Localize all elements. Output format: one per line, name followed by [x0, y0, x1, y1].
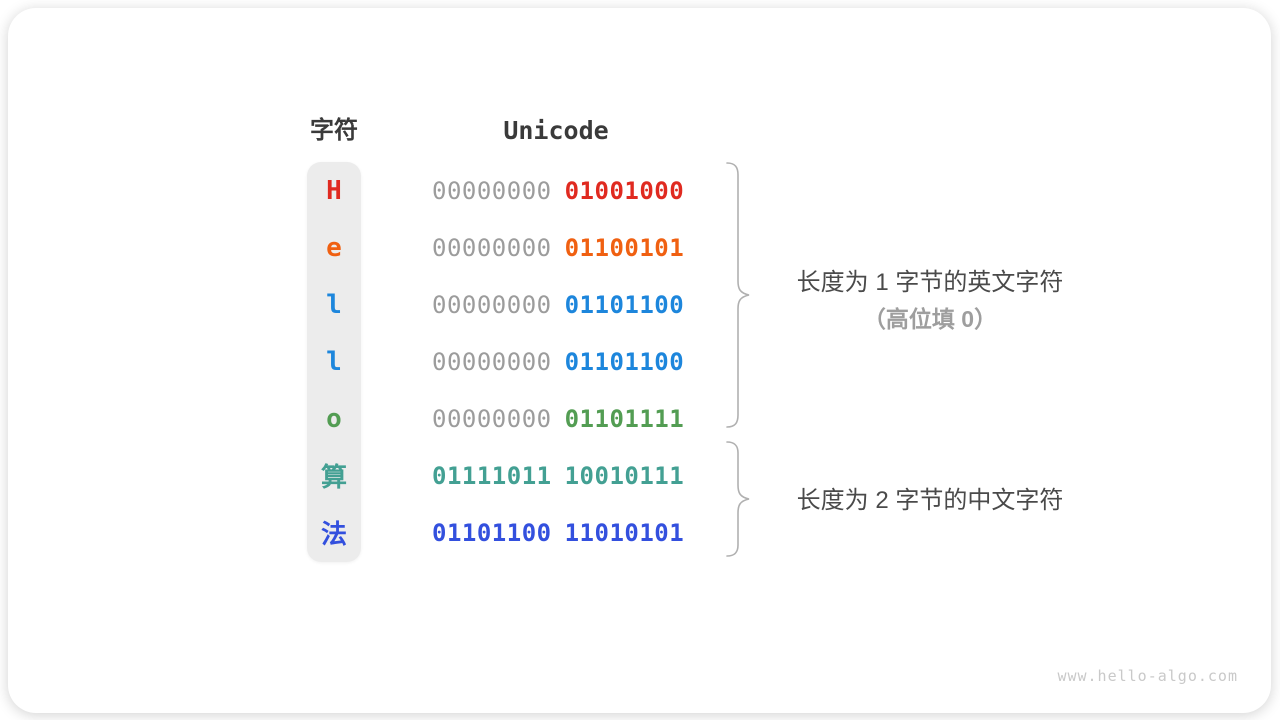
- unicode-binary-row: 00000000 01101100: [432, 333, 684, 390]
- code-byte-low: 10010111: [564, 461, 685, 490]
- char-cell: l: [326, 289, 342, 320]
- unicode-binary-row: 00000000 01101111: [432, 390, 684, 447]
- unicode-binary-row: 01101100 11010101: [432, 504, 684, 561]
- padding-byte: 00000000: [432, 233, 552, 262]
- two-byte-annotation: 长度为 2 字节的中文字符: [758, 482, 1102, 519]
- unicode-binary-row: 00000000 01001000: [432, 162, 684, 219]
- char-cell: H: [326, 175, 342, 206]
- unicode-binary-row: 00000000 01100101: [432, 219, 684, 276]
- one-byte-annotation-line2: （高位填 0）: [862, 306, 998, 332]
- code-byte-high: 01111011: [432, 461, 552, 490]
- code-byte-high: 01101100: [432, 518, 552, 547]
- char-cell: 算: [320, 463, 347, 493]
- char-column-background: [307, 162, 361, 562]
- char-column-header: 字符: [310, 117, 358, 144]
- unicode-binary-row: 01111011 10010111: [432, 447, 684, 504]
- watermark-url: www.hello-algo.com: [1057, 667, 1238, 685]
- two-byte-group-brace: [726, 441, 750, 557]
- one-byte-group-brace: [726, 162, 750, 428]
- padding-byte: 00000000: [432, 347, 552, 376]
- char-cell: l: [326, 346, 342, 377]
- code-byte-low: 01001000: [564, 176, 685, 205]
- one-byte-annotation-line1: 长度为 1 字节的英文字符: [796, 269, 1064, 296]
- char-cell: o: [326, 403, 342, 434]
- unicode-binary-row: 00000000 01101100: [432, 276, 684, 333]
- char-cell: 法: [320, 520, 347, 550]
- padding-byte: 00000000: [432, 176, 552, 205]
- diagram-card: [8, 8, 1271, 713]
- code-byte-low: 01100101: [564, 233, 685, 262]
- code-byte-low: 11010101: [564, 518, 685, 547]
- padding-byte: 00000000: [432, 404, 552, 433]
- code-byte-low: 01101111: [564, 404, 685, 433]
- padding-byte: 00000000: [432, 290, 552, 319]
- unicode-column-header: Unicode: [503, 116, 609, 145]
- char-cell: e: [326, 232, 342, 263]
- one-byte-annotation: 长度为 1 字节的英文字符 （高位填 0）: [758, 264, 1102, 338]
- code-byte-low: 01101100: [564, 347, 685, 376]
- code-byte-low: 01101100: [564, 290, 685, 319]
- two-byte-annotation-line1: 长度为 2 字节的中文字符: [796, 487, 1064, 514]
